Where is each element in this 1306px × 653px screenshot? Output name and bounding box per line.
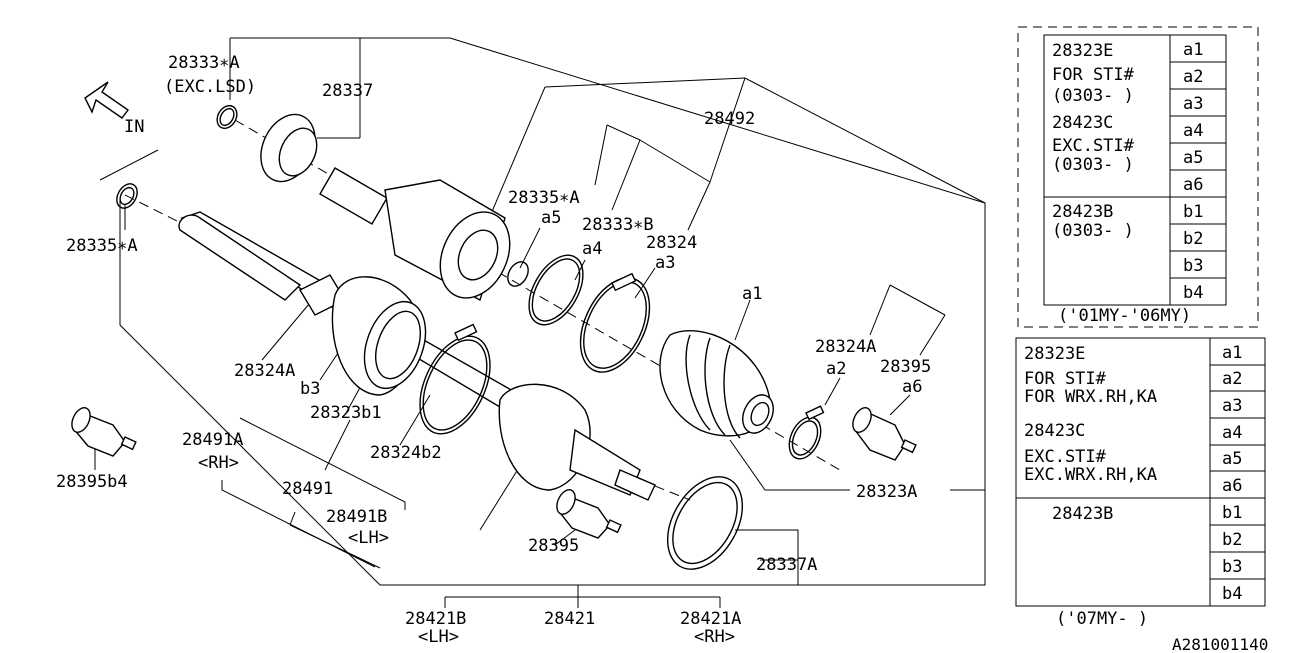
in-arrow-icon	[84, 81, 129, 119]
label-28421b: 28421B	[405, 609, 466, 629]
label-28491: 28491	[282, 479, 333, 499]
bottom-table-row-3: 28423C	[1024, 421, 1085, 441]
bottom-table-code-2: a3	[1222, 396, 1242, 416]
label-in: IN	[124, 117, 144, 137]
top-table-row-7: (0303- )	[1052, 221, 1134, 241]
label-rh-2: <RH>	[694, 627, 735, 647]
top-table-code-6: b1	[1183, 202, 1203, 222]
top-table-code-3: a4	[1183, 121, 1203, 141]
bottom-table-code-1: a2	[1222, 369, 1242, 389]
o-ring-28337a	[666, 476, 744, 570]
bottom-table-row-1: FOR STI#	[1024, 369, 1107, 389]
top-table-code-4: a5	[1183, 148, 1203, 168]
top-table-code-2: a3	[1183, 94, 1203, 114]
bottom-table-code-0: a1	[1222, 343, 1242, 363]
drive-shaft	[178, 211, 522, 411]
top-table-row-2: (0303- )	[1052, 86, 1134, 106]
reference-table-top: 28323E FOR STI# (0303- ) 28423C EXC.STI#…	[1017, 26, 1259, 328]
bottom-table-row-5: EXC.WRX.RH,KA	[1024, 465, 1157, 485]
boot-a1	[659, 330, 774, 439]
outer-joint	[498, 383, 656, 501]
label-28333b: 28333∗B	[582, 215, 654, 235]
label-28395-right: 28395	[880, 357, 931, 377]
bottom-table-row-6: 28423B	[1052, 504, 1113, 524]
top-table-code-1: a2	[1183, 67, 1203, 87]
bottom-table-code-4: a5	[1222, 449, 1242, 469]
label-28323b1: 28323b1	[310, 403, 382, 423]
top-table-row-1: FOR STI#	[1052, 65, 1135, 85]
bottom-table-row-4: EXC.STI#	[1024, 447, 1107, 467]
label-a4: a4	[582, 239, 602, 259]
label-a3: a3	[655, 253, 675, 273]
label-a6: a6	[902, 377, 922, 397]
label-28491b: 28491B	[326, 507, 387, 527]
bottom-table-code-9: b4	[1222, 584, 1242, 604]
label-28421: 28421	[544, 609, 595, 629]
diagram-id: A281001140	[1172, 635, 1268, 653]
oil-seal-28337	[260, 113, 318, 183]
band-a2	[788, 405, 825, 460]
bottom-table-code-3: a4	[1222, 423, 1242, 443]
label-28335a-top: 28335∗A	[508, 188, 580, 208]
plug-28395-bottom	[556, 489, 622, 539]
label-28323a: 28323A	[856, 482, 917, 502]
top-table-row-0: 28323E	[1052, 41, 1113, 61]
plug-a6	[852, 407, 917, 461]
bottom-table-row-0: 28323E	[1024, 344, 1085, 364]
label-a5: a5	[541, 208, 561, 228]
label-28337a: 28337A	[756, 555, 817, 575]
label-a1: a1	[742, 284, 762, 304]
reference-table-bottom: 28323E FOR STI# FOR WRX.RH,KA 28423C EXC…	[1015, 337, 1266, 629]
label-exc-lsd: (EXC.LSD)	[164, 77, 256, 97]
bottom-table-code-7: b2	[1222, 530, 1242, 550]
top-table-row-4: EXC.STI#	[1052, 136, 1135, 156]
label-28492: 28492	[704, 109, 755, 129]
top-table-code-8: b3	[1183, 256, 1203, 276]
bottom-table-code-5: a6	[1222, 476, 1242, 496]
label-lh-1: <LH>	[348, 528, 389, 548]
top-table-code-7: b2	[1183, 229, 1203, 249]
label-28395-bottom: 28395	[528, 536, 579, 556]
snap-ring-28335a-left	[116, 183, 138, 209]
boot-band-b2	[419, 323, 491, 435]
label-b3: b3	[300, 379, 320, 399]
label-28335a-left: 28335∗A	[66, 236, 138, 256]
boot-band-a3	[579, 272, 651, 373]
label-28337: 28337	[322, 81, 373, 101]
bottom-table-row-2: FOR WRX.RH,KA	[1024, 387, 1157, 407]
label-28333a: 28333∗A	[168, 53, 240, 73]
label-lh-2: <LH>	[418, 627, 459, 647]
label-28421a: 28421A	[680, 609, 741, 629]
label-28324a-left: 28324A	[234, 361, 295, 381]
top-table-footer: ('01MY-'06MY)	[1058, 306, 1191, 326]
bottom-table-code-8: b3	[1222, 557, 1242, 577]
top-table-code-0: a1	[1183, 40, 1203, 60]
top-table-row-5: (0303- )	[1052, 155, 1134, 175]
top-table-code-5: a6	[1183, 175, 1203, 195]
label-28324: 28324	[646, 233, 697, 253]
callout-labels: 28333∗A (EXC.LSD) 28337 IN 28335∗A 28492…	[56, 53, 1268, 653]
top-table-row-3: 28423C	[1052, 113, 1113, 133]
bottom-table-footer: ('07MY- )	[1056, 609, 1148, 629]
top-table-row-6: 28423B	[1052, 202, 1113, 222]
label-28491a: 28491A	[182, 430, 243, 450]
top-table-code-9: b4	[1183, 283, 1203, 303]
label-28395b4: 28395b4	[56, 472, 128, 492]
label-28324a-right: 28324A	[815, 337, 876, 357]
plug-28395-b4	[71, 407, 137, 457]
label-rh-1: <RH>	[198, 453, 239, 473]
snap-ring-28333a	[216, 104, 238, 130]
bottom-table-code-6: b1	[1222, 503, 1242, 523]
ring-a4	[528, 254, 584, 326]
label-28324b2: 28324b2	[370, 443, 442, 463]
label-a2: a2	[826, 359, 846, 379]
ring-a5	[507, 261, 529, 287]
doj-outer-race	[319, 167, 511, 302]
